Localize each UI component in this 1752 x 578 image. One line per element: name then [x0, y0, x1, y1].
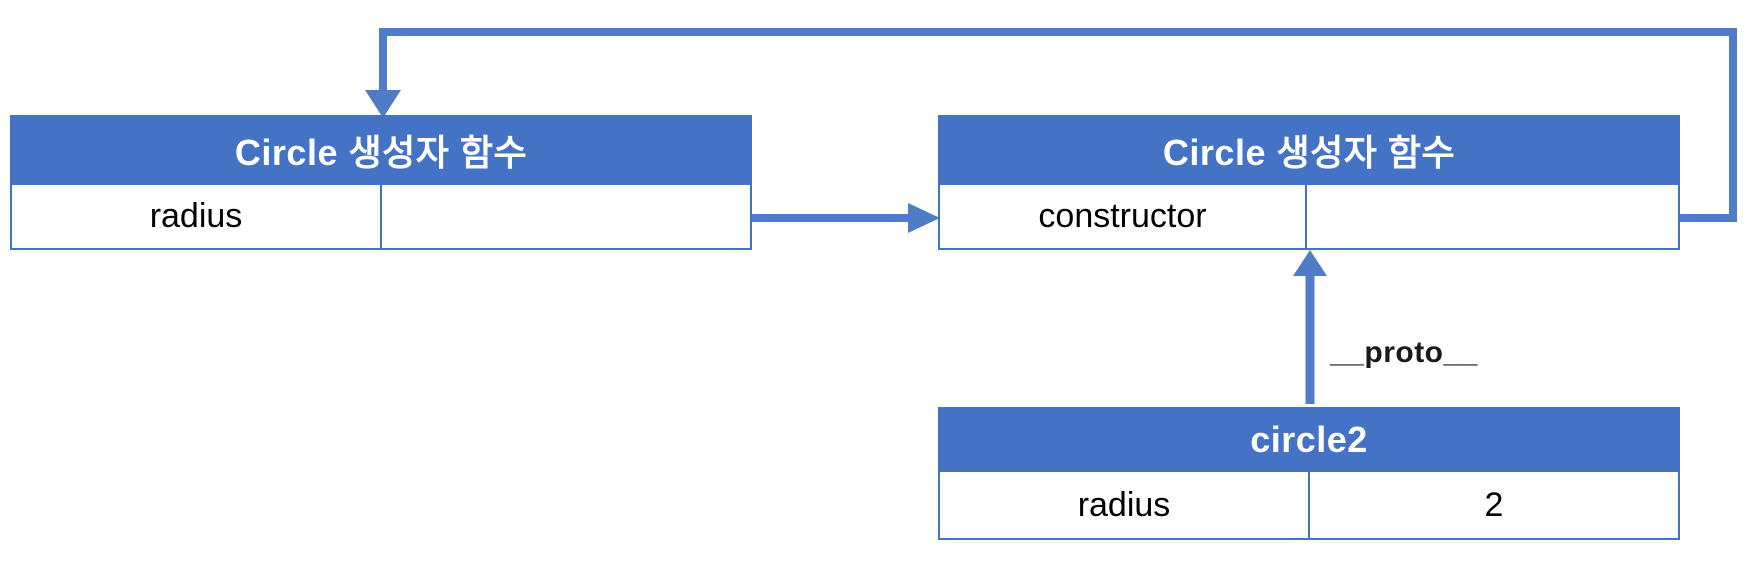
- right-arrowhead-icon: [908, 203, 940, 233]
- prototype-object-table-title: Circle 생성자 함수: [938, 115, 1680, 185]
- property-key-cell: radius: [12, 185, 382, 248]
- proto-link-arrow: [1293, 250, 1327, 404]
- property-key-cell: radius: [940, 472, 1310, 538]
- down-arrowhead-icon: [365, 90, 401, 118]
- circle2-instance-table: circle2 radius 2: [938, 407, 1680, 540]
- property-value-cell: [1307, 185, 1678, 248]
- table-row: radius 2: [938, 472, 1680, 540]
- circle2-instance-table-title: circle2: [938, 407, 1680, 472]
- property-value-cell: 2: [1484, 485, 1504, 524]
- table-row: radius: [10, 185, 752, 250]
- constructor-function-table-title: Circle 생성자 함수: [10, 115, 752, 185]
- table-row: constructor: [938, 185, 1680, 250]
- property-value-cell: [382, 185, 750, 248]
- property-key-cell: constructor: [940, 185, 1307, 248]
- prototype-object-table: Circle 생성자 함수 constructor: [938, 115, 1680, 250]
- constructor-function-table: Circle 생성자 함수 radius: [10, 115, 752, 250]
- up-arrowhead-icon: [1293, 250, 1327, 276]
- proto-label: __proto__: [1330, 336, 1478, 369]
